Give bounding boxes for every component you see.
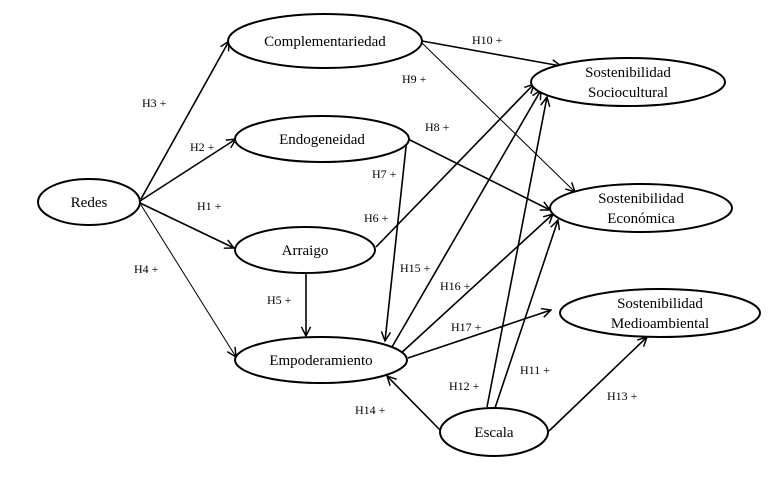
node-ellipse — [227, 13, 423, 69]
edge-escala-to-economica — [494, 220, 558, 409]
edge-label-h4: H4 + — [134, 262, 159, 276]
edges-layer — [139, 40, 647, 432]
edge-arraigo-to-sociocultural — [375, 84, 534, 248]
node-label: Sostenibilidad — [585, 65, 671, 81]
edge-label-h17: H17 + — [451, 320, 482, 334]
edge-label-h6: H6 + — [364, 211, 389, 225]
edge-redes-to-complementariedad — [140, 41, 229, 200]
node-label: Redes — [71, 195, 108, 211]
edge-label-h3: H3 + — [142, 96, 167, 110]
edge-endogeneidad-to-empoderamiento — [385, 137, 408, 341]
edge-label-h7: H7 + — [372, 167, 397, 181]
edge-escala-to-sociocultural — [486, 97, 547, 408]
node-ellipse — [549, 183, 733, 233]
edge-labels-layer: H1 + H2 + H3 + H4 + H5 + H6 + H7 + H8 + H9 + H10 … — [134, 33, 638, 417]
edge-endogeneidad-to-economica — [407, 138, 550, 210]
node-ellipse — [530, 57, 726, 107]
node-label: Empoderamiento — [269, 353, 372, 369]
node-arraigo: Arraigo — [234, 226, 376, 274]
node-label: Arraigo — [282, 243, 329, 259]
node-label: Escala — [474, 425, 513, 441]
node-label: Sostenibilidad — [598, 191, 684, 207]
node-ellipse — [234, 115, 410, 163]
nodes-layer: Redes ComplementariedadEndogeneidadArraig… — [37, 13, 761, 457]
edge-escala-to-empoderamiento — [387, 376, 441, 431]
node-endogeneidad: Endogeneidad — [234, 115, 410, 163]
edge-label-h1: H1 + — [197, 199, 222, 213]
node-label: Sociocultural — [588, 85, 668, 101]
node-complementariedad: Complementariedad — [227, 13, 423, 69]
edge-complementariedad-to-economica — [420, 41, 575, 192]
node-empoderamiento: Empoderamiento — [234, 336, 408, 384]
edge-label-h9: H9 + — [402, 72, 427, 86]
edge-redes-to-empoderamiento — [140, 204, 236, 357]
edge-label-h16: H16 + — [440, 279, 471, 293]
edge-label-h10: H10 + — [472, 33, 503, 47]
edge-escala-to-medioambiental — [548, 337, 647, 432]
edge-empoderamiento-to-medioambiental — [407, 310, 551, 359]
edge-label-h8: H8 + — [425, 120, 450, 134]
node-label: Sostenibilidad — [617, 296, 703, 312]
edge-empoderamiento-to-sociocultural — [391, 90, 541, 348]
node-escala: Escala — [439, 407, 549, 457]
node-ellipse — [559, 288, 761, 338]
node-label: Endogeneidad — [279, 132, 365, 148]
edge-redes-to-arraigo — [139, 202, 234, 248]
edge-label-h13: H13 + — [607, 389, 638, 403]
node-ellipse — [234, 336, 408, 384]
edge-label-h5: H5 + — [267, 293, 292, 307]
node-redes: Redes — [37, 178, 141, 226]
edge-label-h14: H14 + — [355, 403, 386, 417]
edge-label-h2: H2 + — [190, 140, 215, 154]
node-label: Medioambiental — [611, 316, 709, 332]
edge-label-h12: H12 + — [449, 379, 480, 393]
edge-empoderamiento-to-economica — [398, 214, 553, 356]
edge-label-h11: H11 + — [520, 363, 550, 377]
node-ellipse — [37, 178, 141, 226]
node-label: Complementariedad — [264, 34, 386, 50]
edge-complementariedad-to-sociocultural — [421, 40, 561, 66]
edge-label-h15: H15 + — [400, 261, 431, 275]
node-ellipse — [439, 407, 549, 457]
node-label: Económica — [607, 211, 675, 227]
edge-redes-to-endogeneidad — [139, 139, 236, 202]
node-ellipse — [234, 226, 376, 274]
